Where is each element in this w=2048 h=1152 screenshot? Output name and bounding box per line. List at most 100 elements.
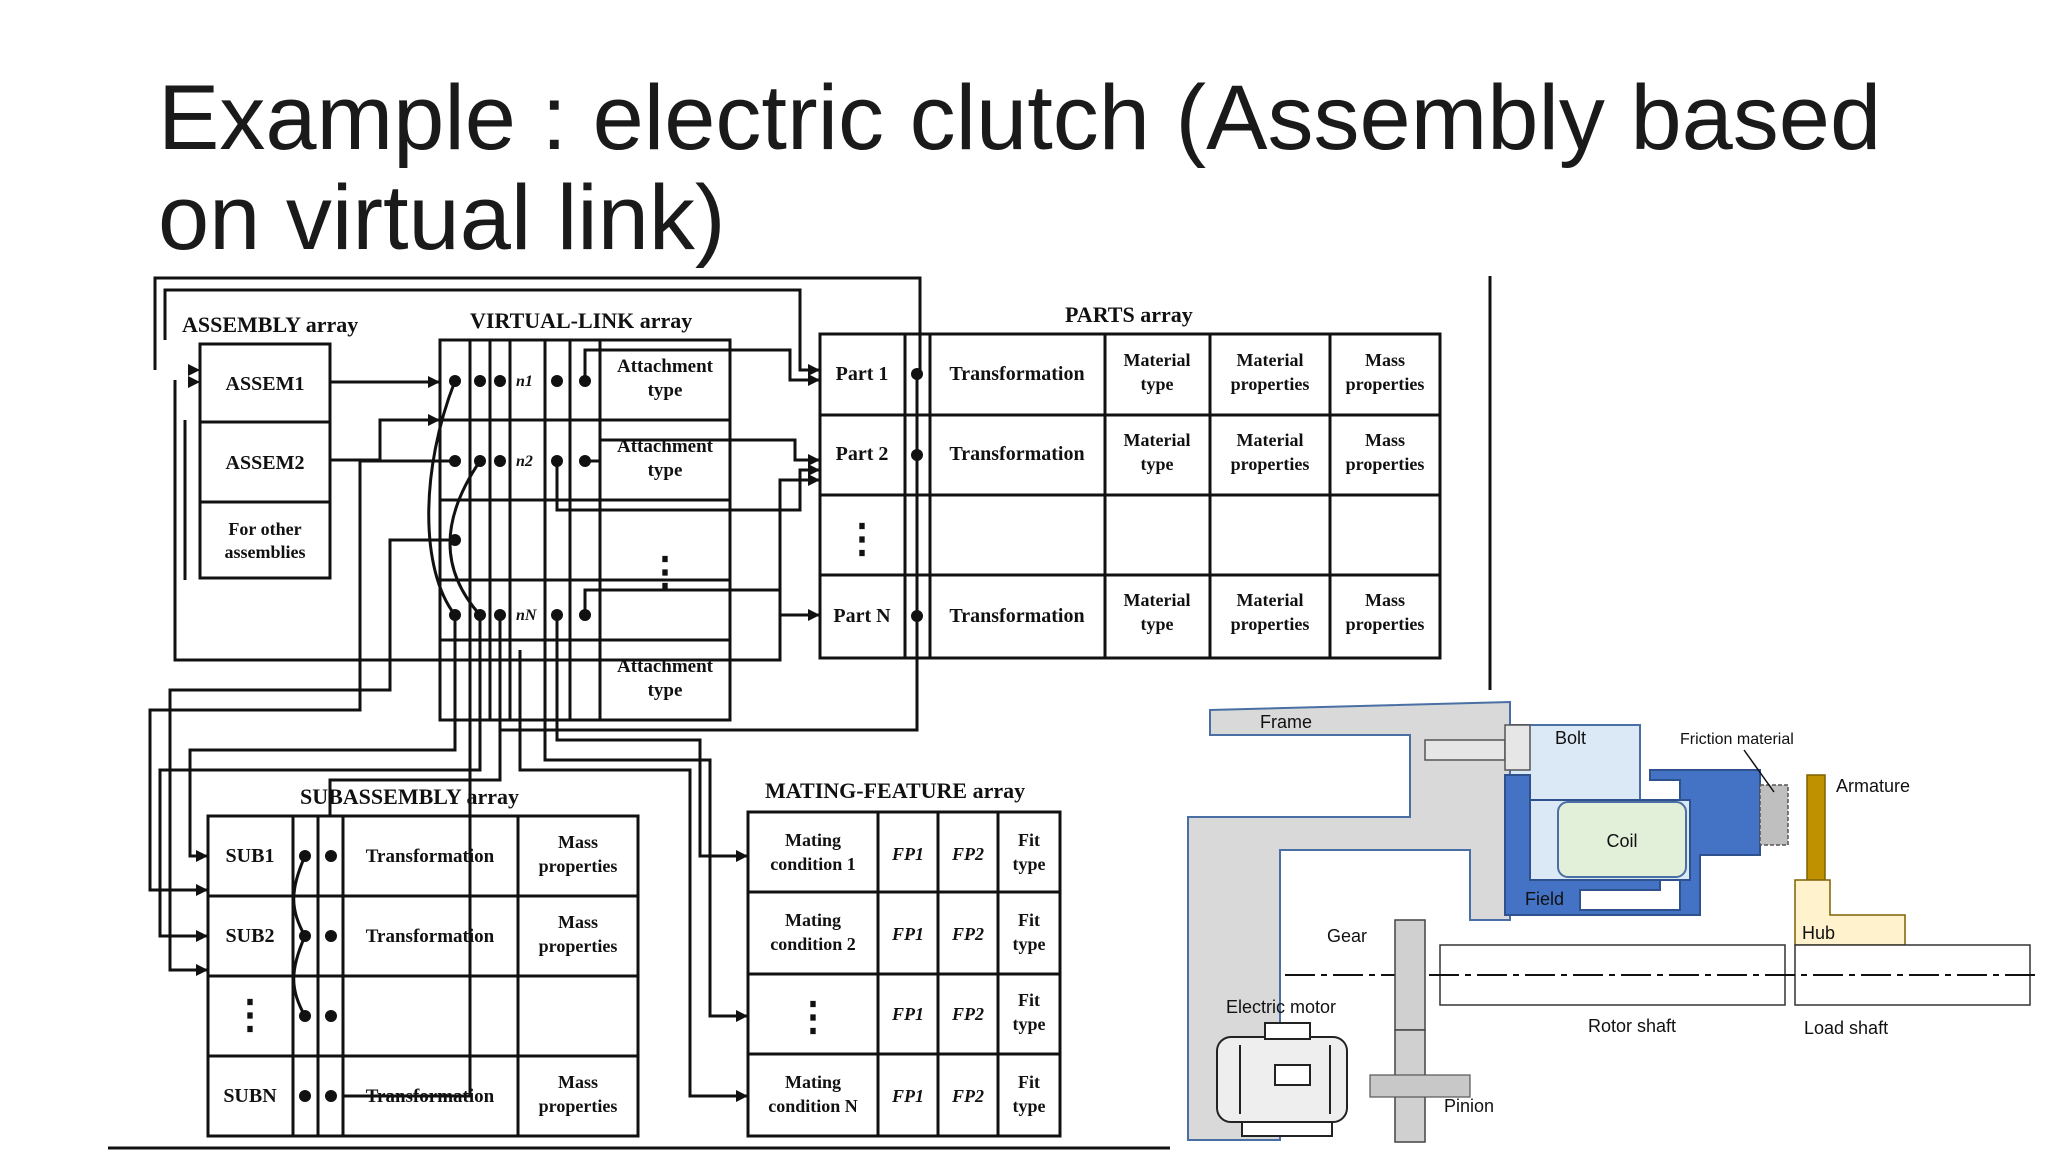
assem1-label: ASSEM1: [226, 373, 305, 395]
armature-label: Armature: [1836, 776, 1910, 796]
bolt-label: Bolt: [1555, 728, 1586, 748]
hub-label: Hub: [1802, 923, 1835, 943]
fp1-row3: FP1: [891, 1004, 924, 1024]
part-n-material-type-b: type: [1141, 614, 1174, 634]
parts-dots: ⋮: [842, 516, 882, 561]
fp1-row2: FP1: [891, 924, 924, 944]
part-n-label: Part N: [833, 605, 891, 627]
subn-mass-a: Mass: [558, 1072, 598, 1092]
part-1-mass-properties-a: Mass: [1365, 350, 1405, 370]
part-1-material-properties-a: Material: [1237, 350, 1304, 370]
fp2-row4: FP2: [951, 1086, 984, 1106]
attachment-dots: ⋮: [645, 549, 685, 594]
connector-lines: [148, 276, 922, 1098]
part-1-material-type-a: Material: [1124, 350, 1191, 370]
fit-type-2-b: type: [1013, 934, 1046, 954]
friction-material-leader: [1743, 749, 1775, 793]
other-assemblies-label-1: For other: [228, 519, 301, 539]
part-2-mass-properties-a: Mass: [1365, 430, 1405, 450]
rotor-label: Rotor: [1710, 917, 1752, 936]
part-2-transformation: Transformation: [949, 443, 1084, 465]
part-2-material-type-a: Material: [1124, 430, 1191, 450]
fp2-row1: FP2: [951, 844, 984, 864]
sub1-mass-a: Mass: [558, 832, 598, 852]
subn-mass-b: properties: [539, 1096, 618, 1116]
other-assemblies-label-2: assemblies: [225, 542, 306, 562]
pinion-shaft: [1369, 1074, 1471, 1098]
mating-condition-n-b: condition N: [768, 1096, 858, 1116]
attachment-label-1a: Attachment: [617, 356, 714, 377]
fit-type-1-a: Fit: [1018, 830, 1040, 850]
attachment-label-1b: type: [648, 380, 683, 401]
part-1-material-type-b: type: [1141, 374, 1174, 394]
mating-feature-array-title: MATING-FEATURE array: [765, 778, 1025, 803]
attachment-column: [598, 338, 732, 722]
n2-label: n2: [516, 453, 533, 470]
motor-feet: [1241, 1121, 1333, 1137]
parts-array-title: PARTS array: [1065, 302, 1193, 327]
sub2-mass-b: properties: [539, 936, 618, 956]
fit-type-n-b: type: [1013, 1096, 1046, 1116]
virtual-link-array-title: VIRTUAL-LINK array: [470, 308, 692, 333]
armature-part: [1806, 774, 1826, 891]
subassembly-pointer-dots: [299, 850, 337, 1102]
part-1-transformation: Transformation: [949, 363, 1084, 385]
coil-part: [1557, 801, 1687, 878]
fit-type-3-a: Fit: [1018, 990, 1040, 1010]
part-2-label: Part 2: [836, 443, 889, 465]
connector-arrowheads: [188, 364, 820, 1102]
part-n-transformation: Transformation: [949, 605, 1084, 627]
friction-material-part: [1759, 784, 1789, 846]
part-n-mass-properties-b: properties: [1346, 614, 1425, 634]
sub1-transformation: Transformation: [366, 846, 495, 867]
sub2-mass-a: Mass: [558, 912, 598, 932]
frame-label: Frame: [1260, 712, 1312, 732]
mating-dots: ⋮: [793, 994, 833, 1039]
part-1-mass-properties-b: properties: [1346, 374, 1425, 394]
subassembly-dots: ⋮: [230, 992, 270, 1037]
subn-label: SUBN: [223, 1085, 277, 1107]
attachment-label-2b: type: [648, 460, 683, 481]
fp1-row1: FP1: [891, 844, 924, 864]
bolt-head: [1504, 724, 1531, 771]
fp2-row3: FP2: [951, 1004, 984, 1024]
fit-type-n-a: Fit: [1018, 1072, 1040, 1092]
sub1-mass-b: properties: [539, 856, 618, 876]
data-structure-diagram: ASSEMBLY array ASSEM1 ASSEM2 For other a…: [108, 276, 1492, 1150]
pinion-label: Pinion: [1444, 1096, 1494, 1116]
gear-label: Gear: [1327, 926, 1367, 946]
fit-type-1-b: type: [1013, 854, 1046, 874]
rotor-shaft-label: Rotor shaft: [1588, 1016, 1676, 1036]
part-n-material-properties-a: Material: [1237, 590, 1304, 610]
part-n-mass-properties-a: Mass: [1365, 590, 1405, 610]
electric-motor-label: Electric motor: [1226, 997, 1336, 1017]
attachment-label-nb: type: [648, 680, 683, 701]
part-2-material-properties-b: properties: [1231, 454, 1310, 474]
assem2-label: ASSEM2: [226, 452, 305, 474]
sub2-label: SUB2: [226, 925, 275, 947]
coil-label: Coil: [1606, 831, 1637, 851]
part-2-material-type-b: type: [1141, 454, 1174, 474]
friction-material-label: Friction material: [1680, 731, 1794, 748]
field-label: Field: [1525, 889, 1564, 909]
nn-label: nN: [516, 607, 538, 624]
mating-condition-n-a: Mating: [785, 1072, 841, 1092]
sub1-label: SUB1: [226, 845, 275, 867]
part-1-label: Part 1: [836, 363, 889, 385]
n1-label: n1: [516, 373, 533, 390]
gear-part: [1394, 919, 1426, 1031]
other-assemblies-cell: [198, 500, 332, 580]
mating-condition-2-b: condition 2: [770, 934, 856, 954]
slide-title: Example : electric clutch (Assembly base…: [158, 67, 1882, 269]
part-2-mass-properties-b: properties: [1346, 454, 1425, 474]
part-1-material-properties-b: properties: [1231, 374, 1310, 394]
fp2-row2: FP2: [951, 924, 984, 944]
mating-condition-2-a: Mating: [785, 910, 841, 930]
fp1-row4: FP1: [891, 1086, 924, 1106]
bolt-part: [1424, 739, 1506, 761]
mating-condition-1-b: condition 1: [770, 854, 856, 874]
motor-terminal-box: [1264, 1022, 1311, 1040]
part-n-material-type-a: Material: [1124, 590, 1191, 610]
assembly-array-title: ASSEMBLY array: [182, 312, 358, 337]
mating-condition-1-a: Mating: [785, 830, 841, 850]
